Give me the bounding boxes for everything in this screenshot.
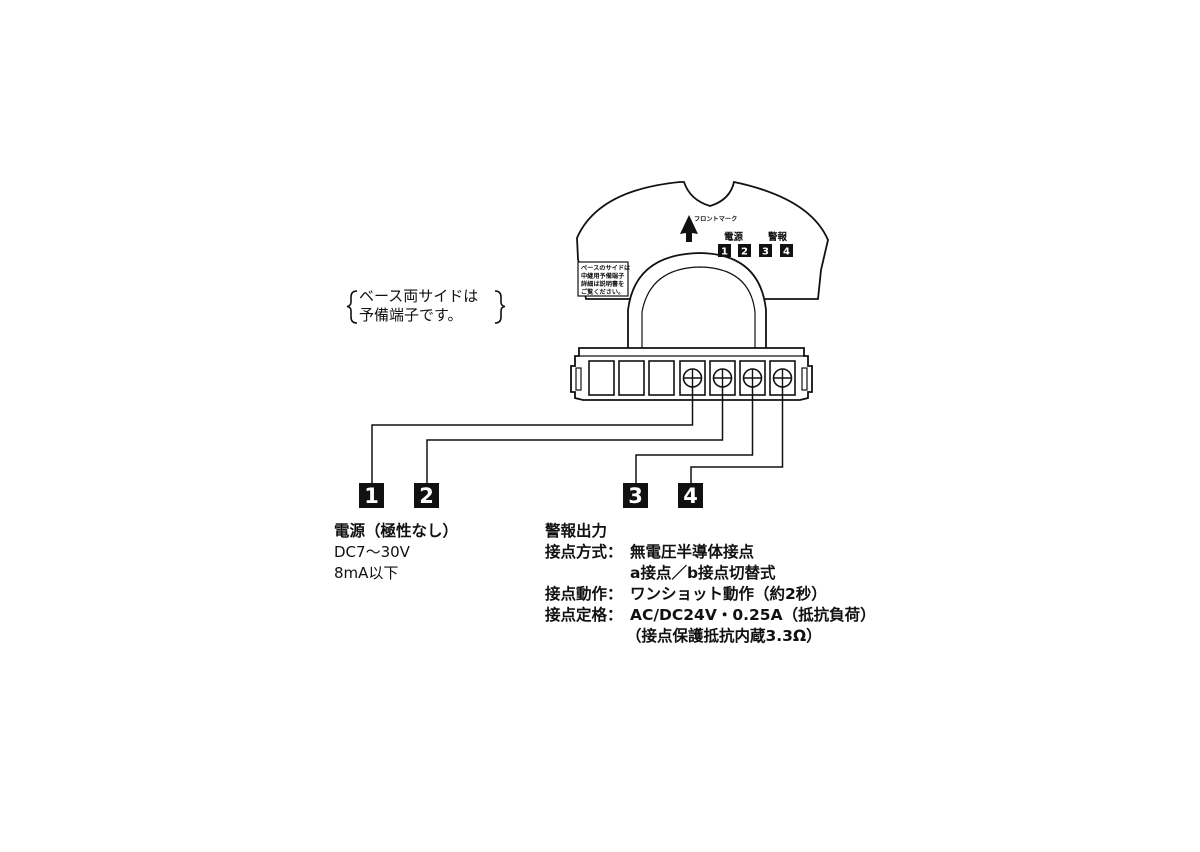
mini-terminal-1: 1 bbox=[718, 244, 731, 258]
alarm-spec-value-4: AC/DC24V・0.25A（抵抗負荷） bbox=[630, 605, 876, 624]
power-spec: 電源（極性なし） DC7〜30V 8mA以下 bbox=[334, 521, 458, 582]
mini-terminal-3: 3 bbox=[759, 244, 772, 258]
spare-slot-3 bbox=[648, 360, 675, 396]
mini-terminal-1-label: 1 bbox=[721, 247, 728, 258]
wire-3 bbox=[635, 387, 754, 483]
terminal-block bbox=[570, 347, 813, 401]
alarm-spec-value-2: a接点／b接点切替式 bbox=[630, 563, 776, 582]
mini-terminal-2: 2 bbox=[738, 244, 751, 258]
group-alarm-label: 警報 bbox=[768, 231, 788, 243]
terminal-number-3: 3 bbox=[623, 483, 648, 508]
alarm-spec-value-1: 無電圧半導体接点 bbox=[630, 542, 755, 561]
front-mark-label: フロントマーク bbox=[694, 215, 737, 223]
spare-slot-2 bbox=[618, 360, 645, 396]
front-mark-arrow-icon bbox=[680, 215, 698, 242]
mounting-arch-inner bbox=[641, 266, 756, 350]
mini-terminal-4: 4 bbox=[780, 244, 793, 258]
side-note: ベース両サイドは 予備端子です。 bbox=[346, 287, 506, 324]
mini-terminal-4-label: 4 bbox=[783, 247, 790, 258]
alarm-spec-value-3: ワンショット動作（約2秒） bbox=[630, 584, 827, 603]
right-brace bbox=[494, 290, 506, 324]
mini-terminal-2-label: 2 bbox=[741, 247, 748, 258]
notice-line1: ベースのサイドは bbox=[581, 265, 631, 272]
side-note-line1: ベース両サイドは bbox=[359, 287, 478, 305]
left-brace bbox=[346, 290, 358, 324]
side-note-line2: 予備端子です。 bbox=[359, 306, 463, 324]
base-plate-outline bbox=[576, 180, 829, 300]
power-spec-title: 電源（極性なし） bbox=[334, 521, 458, 540]
terminal-number-1: 1 bbox=[359, 483, 384, 508]
screw-terminal-3 bbox=[739, 360, 766, 396]
wire-2 bbox=[426, 387, 724, 483]
power-spec-voltage: DC7〜30V bbox=[334, 543, 411, 561]
alarm-spec-label-4: 接点定格： bbox=[545, 605, 623, 624]
alarm-spec-label-1: 接点方式： bbox=[545, 542, 623, 561]
detector-base: フロントマーク 電源 警報 1 2 3 4 ベースのサイドは 中継用予備端子 詳… bbox=[576, 180, 829, 350]
spare-slot-1 bbox=[588, 360, 615, 396]
terminal-number-3-label: 3 bbox=[628, 484, 643, 508]
terminal-number-2: 2 bbox=[414, 483, 439, 508]
right-clip bbox=[801, 367, 808, 391]
left-clip bbox=[575, 367, 582, 391]
terminal-number-1-label: 1 bbox=[364, 484, 379, 508]
power-spec-current: 8mA以下 bbox=[334, 564, 398, 582]
terminal-number-4: 4 bbox=[678, 483, 703, 508]
wire-4 bbox=[690, 387, 784, 483]
terminal-number-4-label: 4 bbox=[683, 484, 698, 508]
wire-1 bbox=[371, 387, 694, 483]
notice-line4: ご覧ください。 bbox=[581, 288, 624, 296]
group-power-label: 電源 bbox=[724, 231, 744, 243]
alarm-spec-title: 警報出力 bbox=[544, 521, 607, 540]
alarm-spec: 警報出力 接点方式： 無電圧半導体接点 a接点／b接点切替式 接点動作： ワンシ… bbox=[544, 521, 876, 645]
notice-box bbox=[577, 261, 629, 297]
alarm-spec-value-5: （接点保護抵抗内蔵3.3Ω） bbox=[626, 626, 822, 645]
mini-terminal-3-label: 3 bbox=[762, 247, 769, 258]
notice-line2: 中継用予備端子 bbox=[581, 272, 625, 280]
terminal-number-2-label: 2 bbox=[419, 484, 434, 508]
notice-line3: 詳細は説明書を bbox=[581, 280, 624, 288]
alarm-spec-label-3: 接点動作： bbox=[545, 584, 623, 603]
wires bbox=[371, 387, 784, 483]
